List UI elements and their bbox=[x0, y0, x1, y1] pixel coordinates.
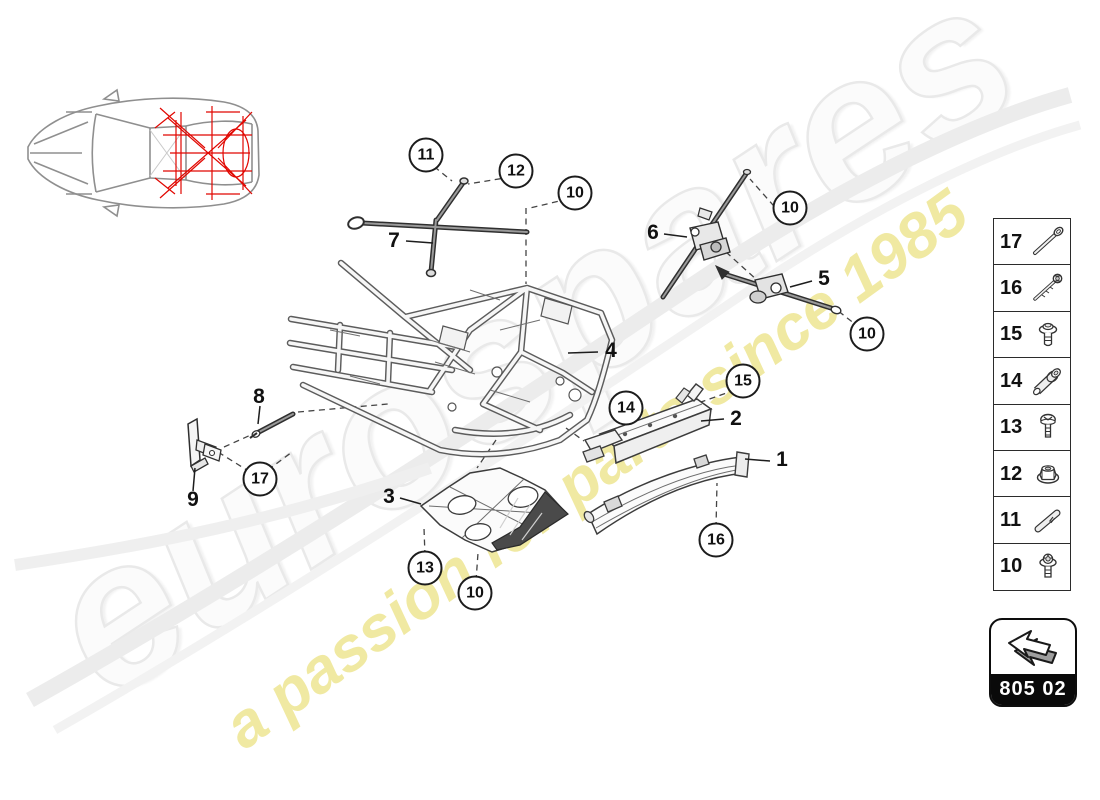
sidebar-number: 14 bbox=[1000, 369, 1023, 392]
callout-10-c[interactable]: 10 bbox=[849, 316, 885, 352]
stabilizer-rod-part-6 bbox=[660, 168, 752, 300]
callout-13[interactable]: 13 bbox=[407, 550, 443, 586]
callout-10-d[interactable]: 10 bbox=[457, 575, 493, 611]
callout-15[interactable]: 15 bbox=[725, 363, 761, 399]
callout-16[interactable]: 16 bbox=[698, 522, 734, 558]
torx-flange-bolt-icon bbox=[1039, 553, 1057, 578]
dome-screw-icon bbox=[1040, 413, 1056, 438]
threaded-rod-nut-icon bbox=[1033, 274, 1063, 302]
sidebar-number: 15 bbox=[1000, 323, 1023, 346]
sidebar-row-10[interactable]: 10 bbox=[993, 542, 1071, 591]
sidebar-row-15[interactable]: 15 bbox=[993, 310, 1071, 359]
part-label-1[interactable]: 1 bbox=[776, 448, 788, 471]
crossmember-part-2 bbox=[582, 383, 713, 465]
part-label-9[interactable]: 9 bbox=[187, 488, 199, 511]
long-pin-bolt-icon bbox=[1033, 226, 1064, 255]
sidebar-row-17[interactable]: 17 bbox=[993, 218, 1071, 266]
part-label-8[interactable]: 8 bbox=[253, 385, 265, 408]
callout-14[interactable]: 14 bbox=[608, 390, 644, 426]
part-group-code: 805 02 bbox=[991, 674, 1075, 705]
part-label-3[interactable]: 3 bbox=[383, 485, 395, 508]
part-label-7[interactable]: 7 bbox=[388, 229, 400, 252]
sidebar-number: 13 bbox=[1000, 416, 1023, 439]
sidebar-number: 11 bbox=[1000, 508, 1022, 531]
sidebar-number: 12 bbox=[1000, 462, 1023, 485]
part-label-4[interactable]: 4 bbox=[605, 339, 617, 362]
part-label-6[interactable]: 6 bbox=[647, 221, 659, 244]
sidebar-number: 16 bbox=[1000, 276, 1023, 299]
sidebar-row-14[interactable]: 14 bbox=[993, 357, 1071, 406]
bracket-part-9 bbox=[187, 417, 222, 473]
sidebar-row-12[interactable]: 12 bbox=[993, 450, 1071, 499]
back-arrow-icon bbox=[991, 620, 1075, 674]
chassis-frame-part-4 bbox=[286, 259, 616, 458]
car-top-view bbox=[27, 88, 260, 218]
floor-panel-part-3 bbox=[419, 467, 569, 553]
rear-chassis-red-highlight bbox=[154, 106, 253, 200]
callout-10-b[interactable]: 10 bbox=[772, 190, 808, 226]
flange-nut-icon bbox=[1036, 465, 1060, 484]
label-leader-lines bbox=[192, 233, 813, 505]
sidebar-row-16[interactable]: 16 bbox=[993, 264, 1071, 313]
fastener-sidebar: 17 16 15 bbox=[993, 218, 1071, 591]
sidebar-row-13[interactable]: 13 bbox=[993, 403, 1071, 452]
dowel-pin-icon bbox=[1034, 509, 1061, 533]
stabilizer-rod-part-5 bbox=[714, 264, 842, 315]
bar-part-8 bbox=[249, 411, 296, 439]
callout-12[interactable]: 12 bbox=[498, 153, 534, 189]
page-code-box[interactable]: 805 02 bbox=[989, 618, 1077, 707]
callout-17[interactable]: 17 bbox=[242, 461, 278, 497]
sidebar-number: 10 bbox=[1000, 555, 1023, 578]
part-label-2[interactable]: 2 bbox=[730, 407, 742, 430]
sleeve-bushing-icon bbox=[1032, 368, 1061, 396]
sidebar-number: 17 bbox=[1000, 230, 1023, 253]
impact-beam-part-1 bbox=[583, 451, 750, 536]
sidebar-row-11[interactable]: 11 bbox=[993, 496, 1071, 545]
callout-11[interactable]: 11 bbox=[408, 137, 444, 173]
callout-10-a[interactable]: 10 bbox=[557, 175, 593, 211]
cross-brace-part-7 bbox=[347, 177, 530, 278]
part-label-5[interactable]: 5 bbox=[818, 267, 830, 290]
flange-bolt-icon bbox=[1038, 322, 1058, 346]
